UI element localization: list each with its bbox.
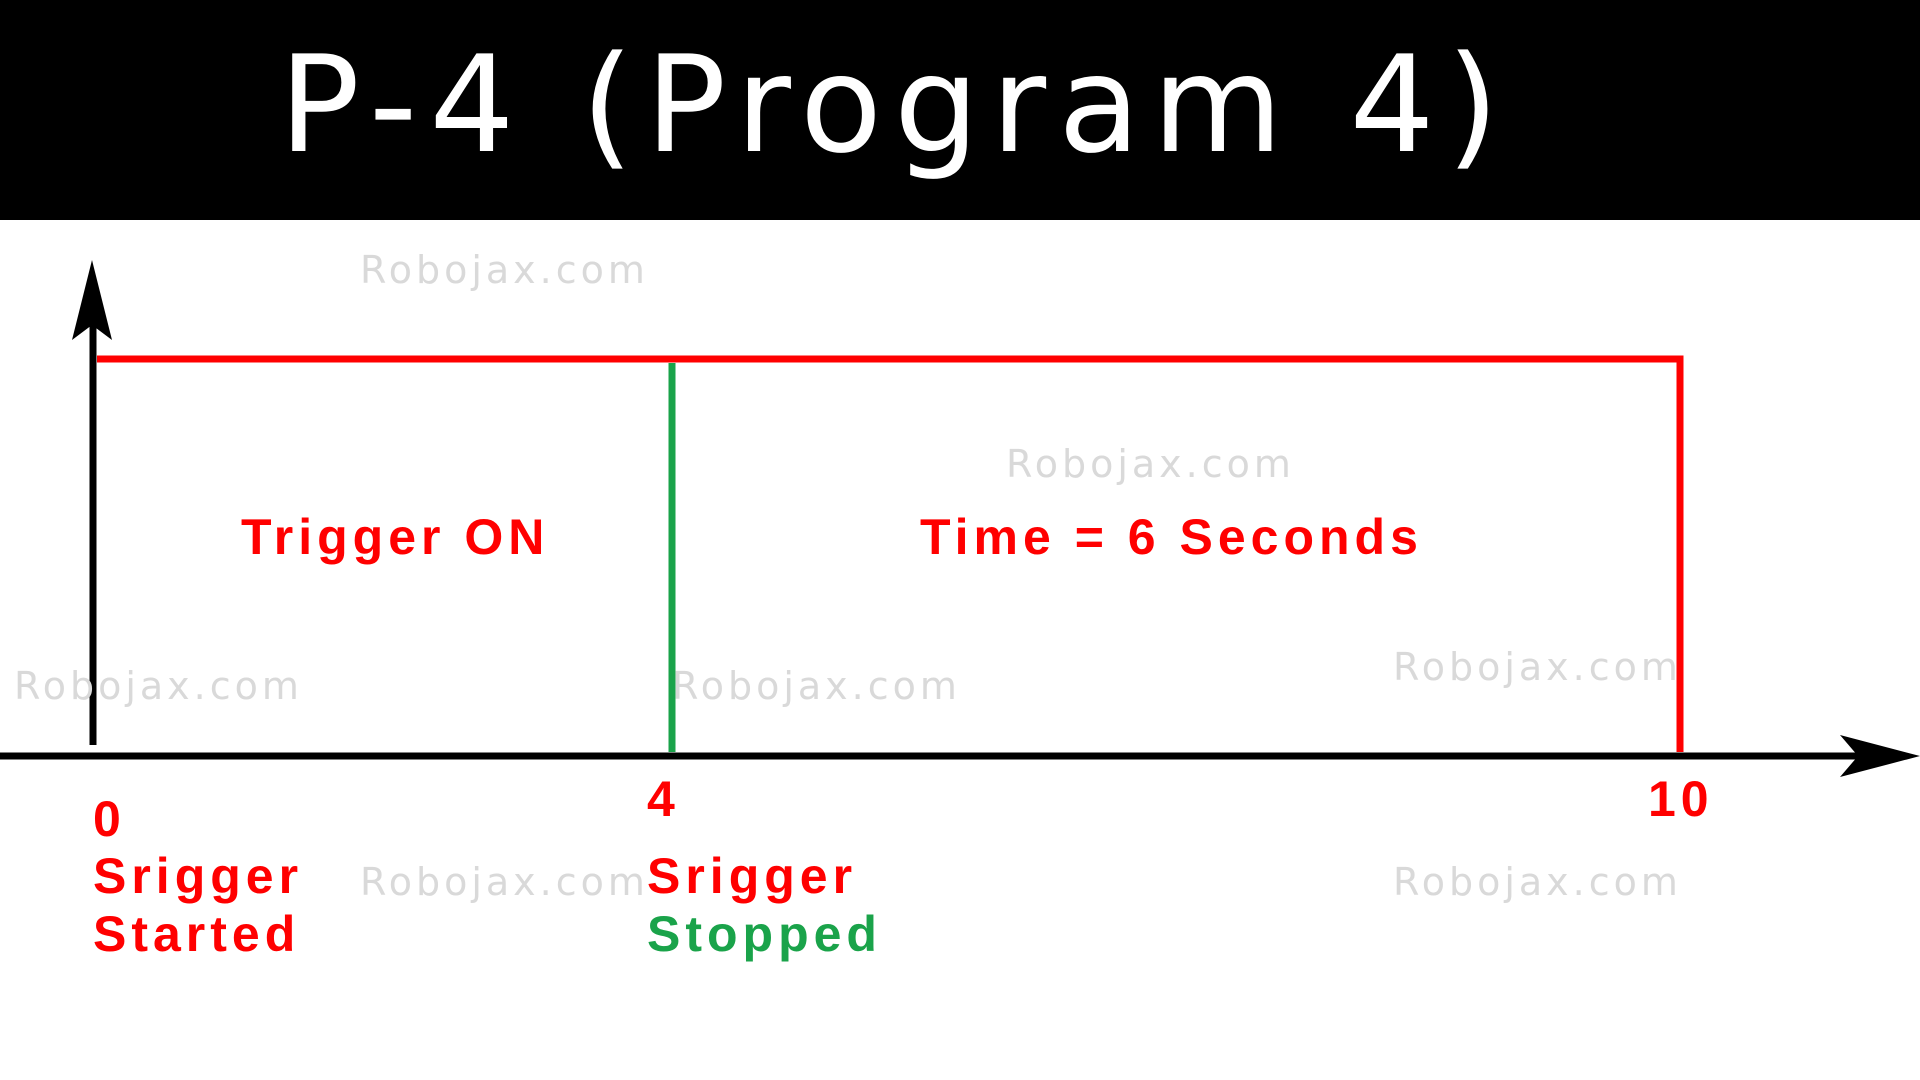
marker-0-line1: Srigger: [93, 848, 304, 904]
region-label-duration: Time = 6 Seconds: [920, 509, 1423, 565]
watermark-text: Robojax.com: [14, 664, 303, 708]
marker-0-line2: Started: [93, 906, 301, 962]
x-axis-arrowhead: [1840, 735, 1920, 777]
region-label-trigger-on: Trigger ON: [241, 509, 550, 565]
tick-label-10: 10: [1648, 771, 1714, 827]
page-title: P-4 (Program 4): [279, 27, 1511, 183]
title-bar: P-4 (Program 4): [0, 0, 1920, 220]
watermark-text: Robojax.com: [1393, 860, 1682, 904]
watermark-text: Robojax.com: [1393, 645, 1682, 689]
tick-label-4: 4: [647, 771, 680, 827]
watermark-text: Robojax.com: [672, 664, 961, 708]
tick-label-0: 0: [93, 791, 126, 847]
watermark-text: Robojax.com: [1006, 442, 1295, 486]
watermark-text: Robojax.com: [360, 248, 649, 292]
y-axis-arrowhead: [72, 260, 112, 340]
marker-4-line2: Stopped: [647, 906, 882, 962]
trigger-signal-line: [97, 355, 1684, 752]
watermark-text: Robojax.com: [360, 860, 649, 904]
marker-4-line1: Srigger: [647, 848, 858, 904]
